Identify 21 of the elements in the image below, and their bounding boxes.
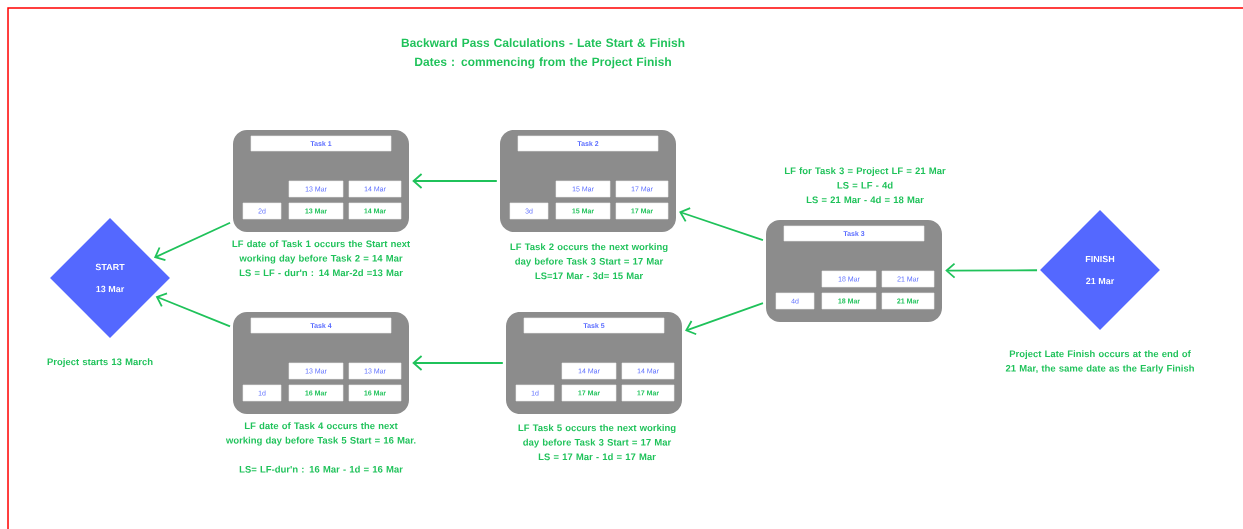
title: Backward Pass Calculations - Late Start & Finish Dates : commencing from the Project Finish [401, 38, 685, 69]
caption-text: LS = 21 Mar - 4d = 18 Mar [806, 196, 924, 204]
caption-text: LS=17 Mar - 3d= 15 Mar [535, 272, 643, 280]
caption-text: LS = 17 Mar - 1d = 17 Mar [538, 453, 656, 461]
caption-text: LF date of Task 1 occurs the Start next working day before Task 2 = 14 Mar [232, 240, 410, 264]
caption-text: LF Task 5 occurs the next working day before Task 3 Start = 17 Mar [518, 424, 676, 448]
caption-text: LF for Task 3 = Project LF = 21 Mar [784, 167, 946, 177]
caption-text: Project starts 13 March [47, 358, 153, 368]
arrow [412, 355, 504, 371]
caption-text: LF Task 2 occurs the next working day before Task 3 Start = 17 Mar [510, 243, 668, 267]
arrow [945, 262, 1038, 279]
caption-text: LS = LF - 4d [837, 181, 893, 189]
arrow [155, 292, 231, 328]
caption-text: LS= LF-dur'n : 16 Mar - 1d = 16 Mar [239, 465, 403, 473]
caption-text: LF date of Task 4 occurs the next working day before Task 5 Start = 16 Mar. [225, 422, 416, 446]
arrow [154, 221, 231, 262]
arrow [679, 207, 764, 242]
caption-text: Project Late Finish occurs at the end of 21 Mar, the same date as the Early Finish [1005, 350, 1194, 374]
caption-text: LS = LF - dur'n : 14 Mar-2d =13 Mar [239, 269, 403, 277]
arrow [412, 173, 498, 189]
arrow [685, 302, 764, 336]
